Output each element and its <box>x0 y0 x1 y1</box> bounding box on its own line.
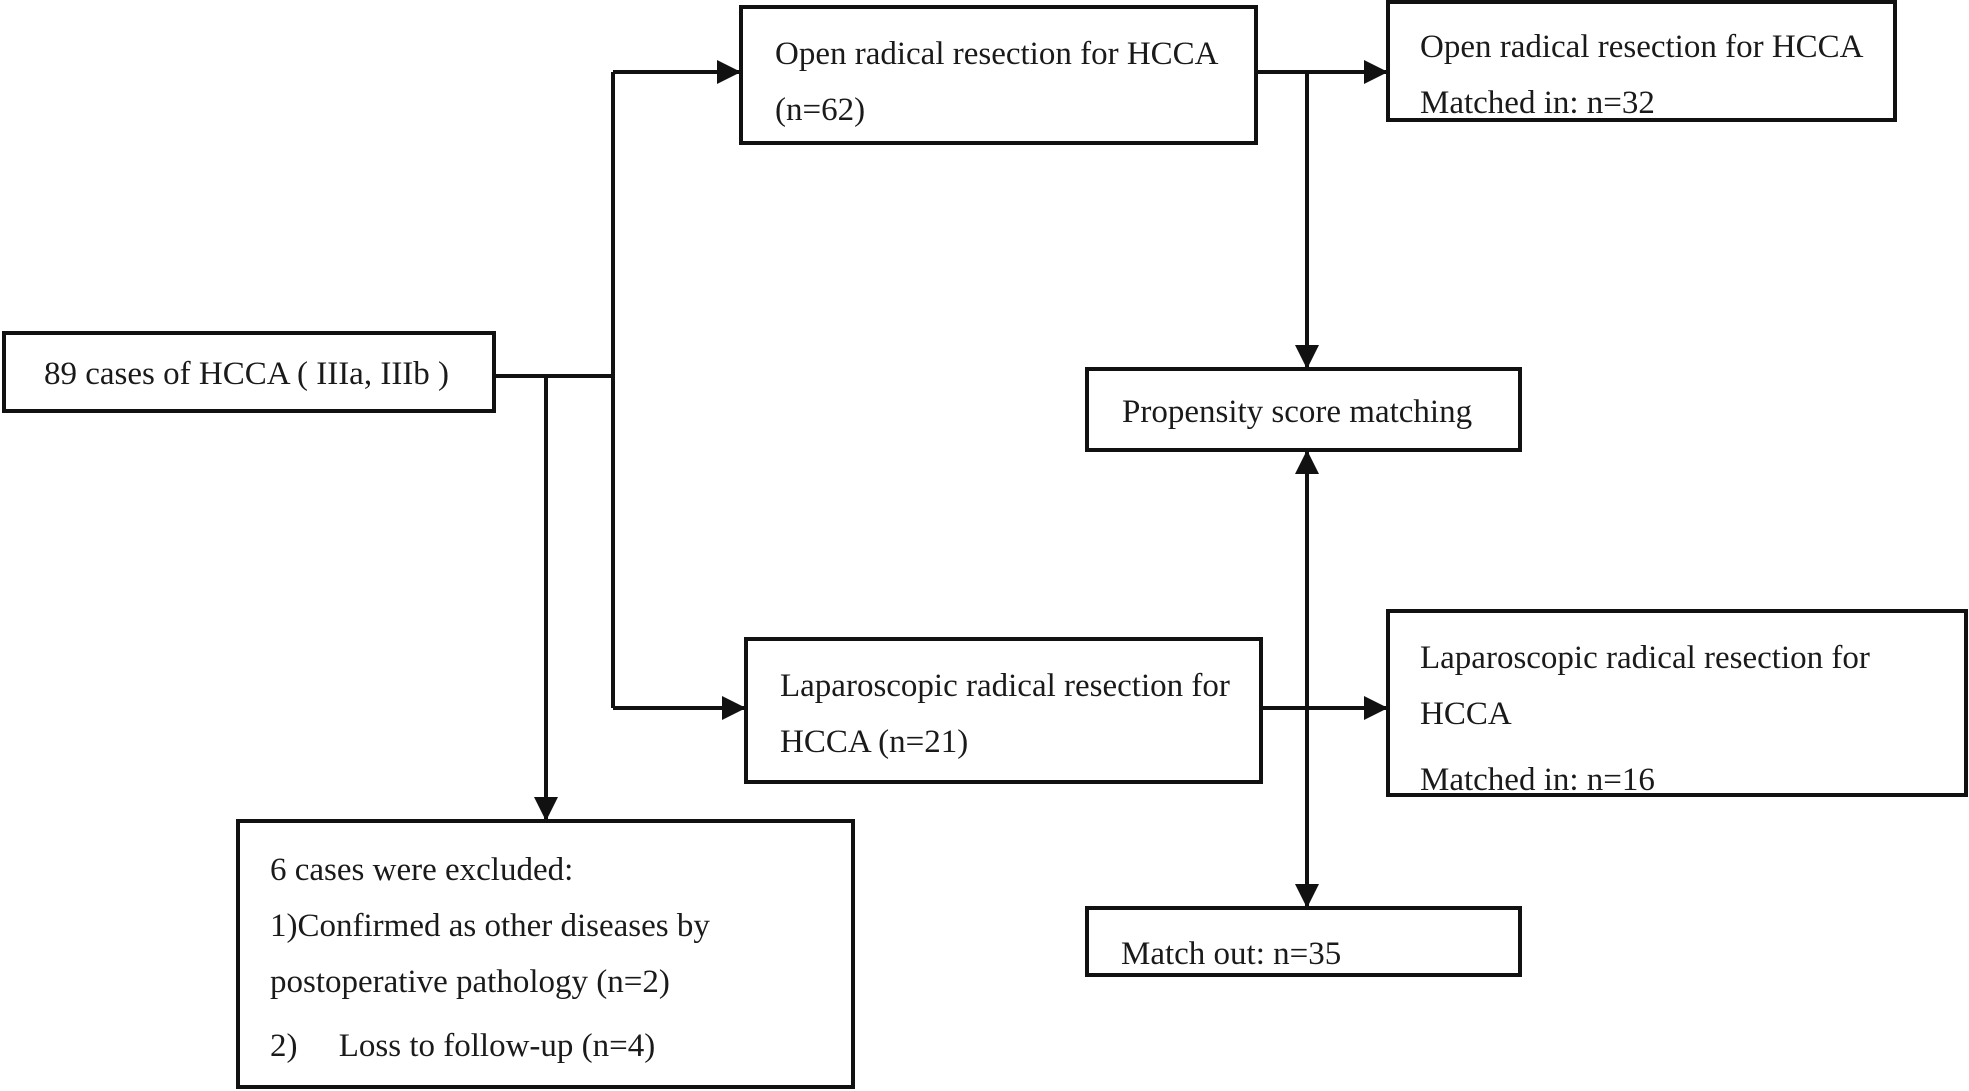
total-cases-box: 89 cases of HCCA ( IIIa, IIIb ) <box>2 331 496 413</box>
laparoscopic-matched-count: Matched in: n=16 <box>1420 762 1655 798</box>
laparoscopic-resection-count: HCCA (n=21) <box>780 724 969 760</box>
open-matched-box: Open radical resection for HCCA Matched … <box>1386 0 1897 122</box>
match-out-count: Match out: n=35 <box>1121 936 1342 972</box>
laparoscopic-matched-box: Laparoscopic radical resection for HCCA … <box>1386 609 1968 798</box>
match-out-box: Match out: n=35 <box>1085 906 1522 977</box>
propensity-matching-box: Propensity score matching <box>1085 367 1522 452</box>
open-matched-title: Open radical resection for HCCA <box>1420 29 1864 65</box>
excluded-title: 6 cases were excluded: <box>270 852 574 888</box>
laparoscopic-matched-title: Laparoscopic radical resection for <box>1420 640 1870 676</box>
open-matched-count: Matched in: n=32 <box>1420 85 1655 121</box>
open-resection-box: Open radical resection for HCCA (n=62) <box>739 5 1258 145</box>
excluded-reason-1: 1)Confirmed as other diseases by <box>270 908 710 944</box>
open-resection-title: Open radical resection for HCCA <box>775 36 1219 72</box>
laparoscopic-matched-title-cont: HCCA <box>1420 696 1512 732</box>
laparoscopic-resection-box: Laparoscopic radical resection for HCCA … <box>744 637 1263 784</box>
total-cases-text: 89 cases of HCCA ( IIIa, IIIb ) <box>44 356 450 392</box>
excluded-reason-2: 2) Loss to follow-up (n=4) <box>270 1028 656 1064</box>
excluded-reason-1-cont: postoperative pathology (n=2) <box>270 964 670 1000</box>
excluded-box: 6 cases were excluded: 1)Confirmed as ot… <box>236 819 855 1089</box>
laparoscopic-resection-title: Laparoscopic radical resection for <box>780 668 1230 704</box>
open-resection-count: (n=62) <box>775 92 866 128</box>
propensity-matching-label: Propensity score matching <box>1122 394 1473 430</box>
